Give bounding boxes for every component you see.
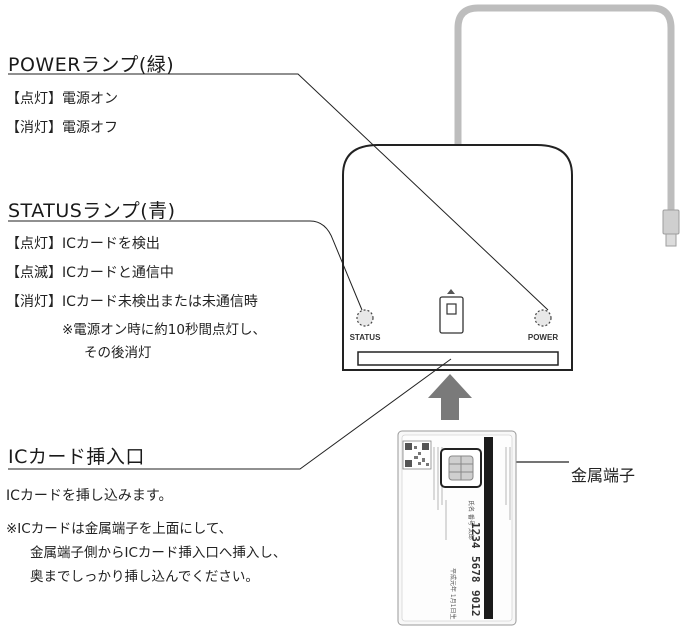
power-lamp-title: POWERランプ(緑) [8,54,175,76]
card-slot[interactable] [357,351,559,366]
slot-leader-line [8,358,452,470]
card-date-text: 平成元年 1月1日生 [449,568,457,620]
slot-note-3: 奥までしっかり挿し込んでください。 [30,569,259,585]
card-number-2: 5678 [469,556,482,583]
power-lamp-icon [534,309,552,327]
status-lamp-on-text: 【点灯】ICカードを検出 [6,236,160,252]
card-number-1: 1234 [469,522,482,549]
slot-description: ICカードを挿し込みます。 [6,488,173,504]
card-name-text: 氏名 番号 太郎 [467,500,475,540]
power-leader-line [8,73,549,311]
status-lamp-label: STATUS [350,333,381,342]
status-lamp-note-1: ※電源オン時に約10秒間点灯し、 [62,322,266,338]
card-insert-icon [439,289,464,334]
ic-card: 氏名 番号 太郎 1234 5678 9012 平成元年 1月1日生 [397,430,517,626]
usb-cable [454,4,675,216]
insert-arrow-icon [428,374,472,420]
status-lamp-title: STATUSランプ(青) [8,200,176,222]
power-lamp-on-text: 【点灯】電源オン [6,91,118,107]
status-lamp-icon [356,309,374,327]
slot-note-1: ※ICカードは金属端子を上面にして、 [6,521,233,537]
card-black-stripe [484,437,493,619]
status-leader-line [8,220,363,311]
metal-contact-chip [440,448,482,488]
status-lamp-note-2: その後消灯 [84,345,152,361]
slot-note-2: 金属端子側からICカード挿入口へ挿入し、 [30,545,287,561]
usb-plug-icon [662,209,680,247]
status-lamp-off-text: 【消灯】ICカード未検出または未通信時 [6,294,258,310]
chip-label: 金属端子 [571,466,636,485]
status-lamp-blink-text: 【点滅】ICカードと通信中 [6,265,174,281]
card-number-3: 9012 [469,590,482,617]
power-lamp-label: POWER [528,333,558,342]
qr-code-icon [402,440,432,470]
slot-title: ICカード挿入口 [8,446,145,468]
reader-body [342,144,573,371]
power-lamp-off-text: 【消灯】電源オフ [6,120,118,136]
